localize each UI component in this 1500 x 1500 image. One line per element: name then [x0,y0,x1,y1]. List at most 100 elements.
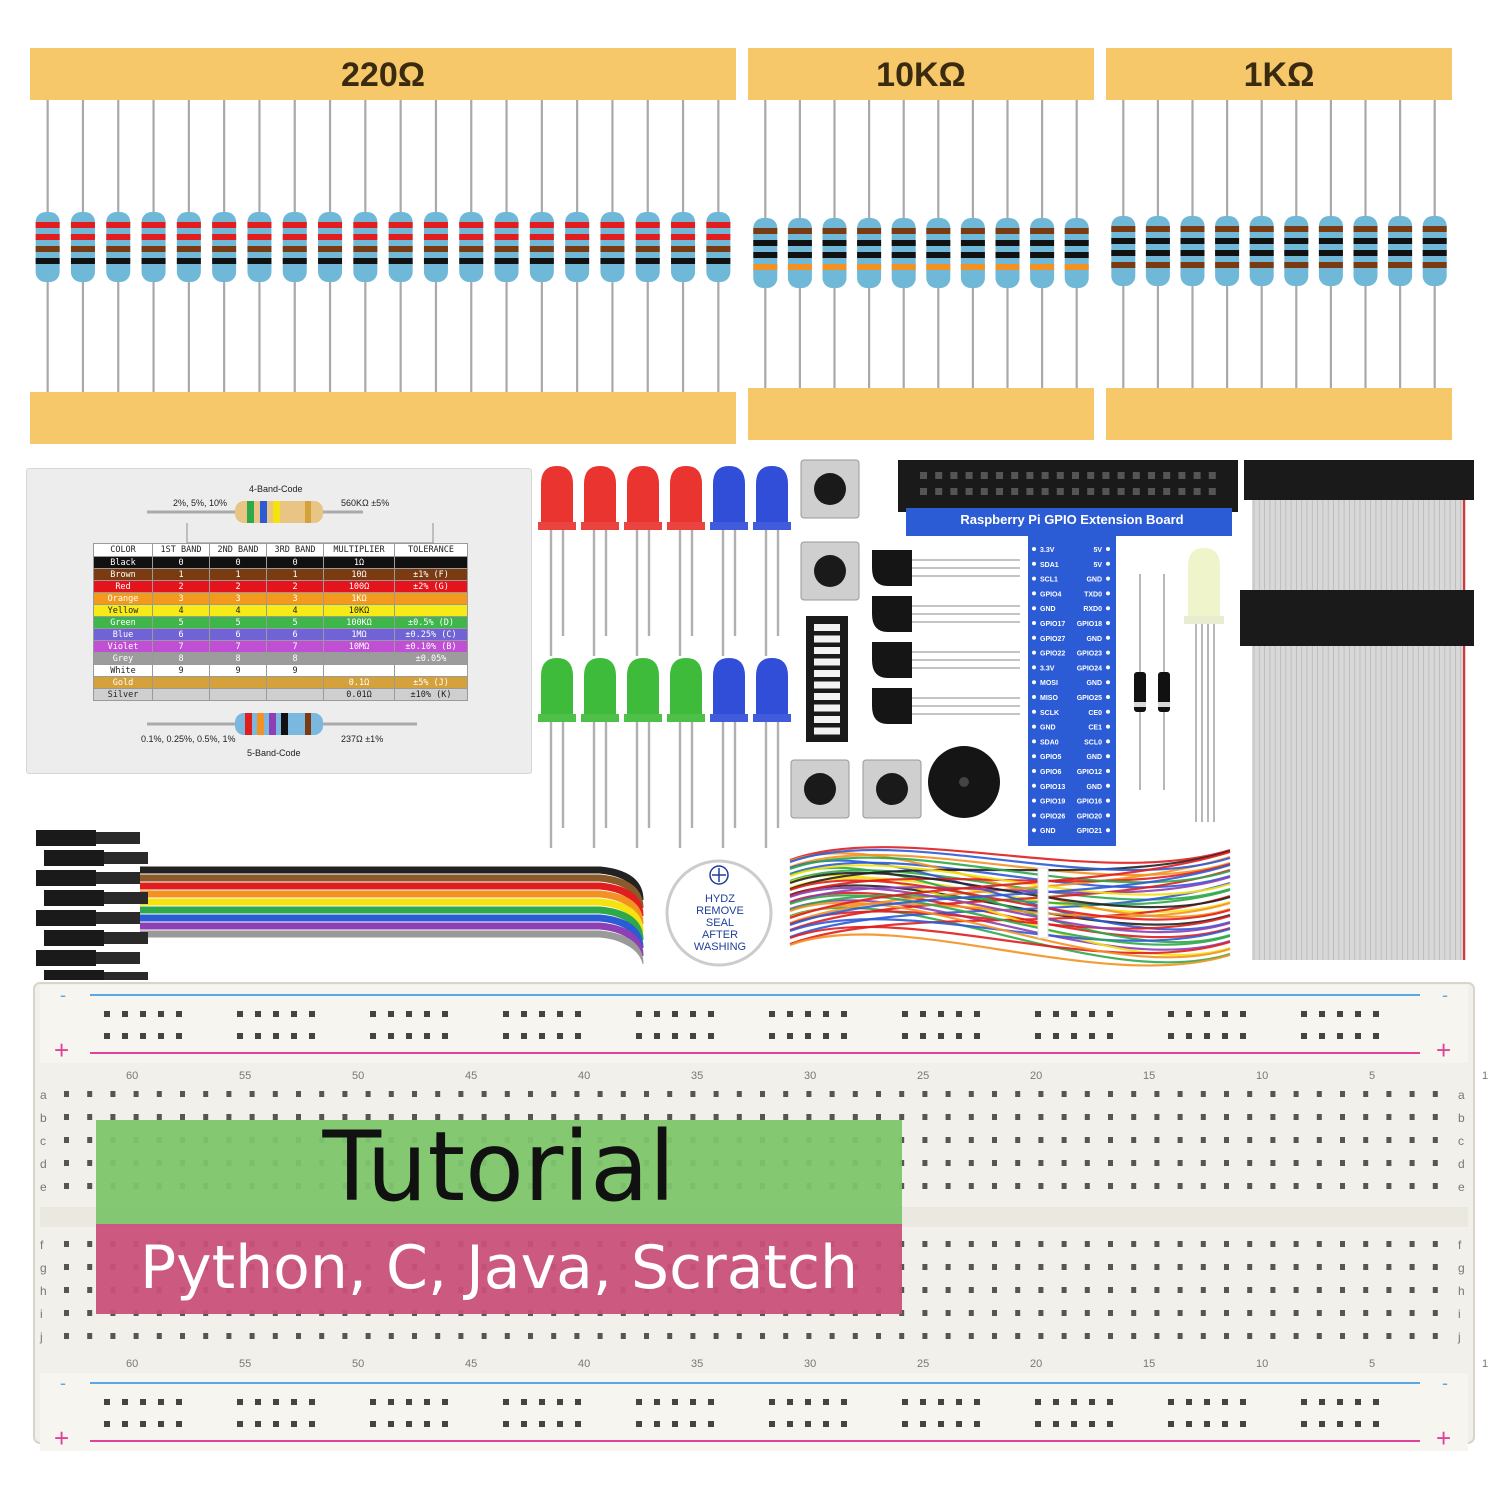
gpio-pin-dot [1032,695,1036,699]
terminal-hole [1084,1264,1090,1270]
terminal-hole [1293,1091,1299,1097]
terminal-hole [203,1114,209,1120]
header-pin [1072,488,1079,495]
gpio-pin-dot [1032,709,1036,714]
resistor-band [1180,250,1205,256]
gpio-header [898,460,1238,512]
minus-icon: - [60,1373,66,1393]
resistor-band [35,258,60,264]
row-letter: g [40,1261,47,1275]
resistor-band [529,234,554,240]
jumper-wire [789,879,1231,921]
rail-hole [841,1399,847,1405]
terminal-hole [1270,1241,1276,1247]
resistor-tape-top [30,48,736,100]
row-letter: e [40,1180,47,1194]
gpio-pin-dot [1106,695,1110,699]
resistor-band [1064,228,1089,234]
gpio-pin-dot [1106,828,1110,833]
resistor-band [1180,262,1205,268]
rail-hole [902,1011,908,1017]
terminal-hole [1386,1160,1392,1166]
terminal-hole [945,1241,951,1247]
led-body [713,466,745,522]
column-number: 25 [917,1358,929,1370]
gpio-pin-label: GPIO19 [1040,799,1065,806]
terminal-hole [690,1333,696,1339]
resistor-band [706,222,731,228]
rail-hole [938,1399,944,1405]
rail-hole [1035,1421,1041,1427]
resistor-band [995,228,1020,234]
terminal-hole [644,1091,649,1097]
gpio-pin-label: TXD0 [1084,591,1102,598]
dupont-connector [36,910,96,926]
rail-hole [787,1421,793,1427]
header-pin [1041,472,1049,479]
resistor-band [753,252,778,258]
terminal-hole [1363,1287,1369,1293]
resistor-band [1215,250,1240,256]
table-cell: Yellow [93,604,153,617]
resistor-band [857,228,882,234]
terminal-hole [945,1287,951,1293]
terminal-hole [1316,1287,1322,1293]
led-bar-segment [814,647,840,654]
led-bar-segment [814,681,840,689]
header-pin [1056,472,1064,479]
gpio-board-title: Raspberry Pi GPIO Extension Board [960,512,1184,527]
terminal-hole [110,1091,116,1097]
transistor-body [872,550,912,586]
column-number: 1 [1482,1070,1488,1082]
terminal-hole [945,1183,951,1189]
terminal-hole [319,1091,325,1097]
rail-hole [841,1011,847,1017]
resistor-band [282,234,307,240]
table-cell: Grey [93,652,153,665]
resistor-band [388,258,413,264]
terminal-hole [64,1241,69,1247]
terminal-hole [1038,1310,1044,1316]
rail-hole [1301,1421,1307,1427]
terminal-hole [1131,1333,1137,1339]
rail-hole [672,1421,678,1427]
table-cell [209,688,267,701]
resistor-band [565,222,590,228]
resistor-band [212,234,237,240]
resistor-band [1318,238,1343,244]
terminal-hole [1224,1241,1229,1247]
terminal-hole [1224,1137,1229,1143]
resistor-band [318,246,343,252]
resistor-band [1284,238,1309,244]
jumper-wire [789,873,1231,957]
rail-hole [557,1421,563,1427]
rail-hole [424,1011,430,1017]
terminal-hole [852,1091,858,1097]
rail-hole [823,1399,829,1405]
terminal-hole [87,1333,93,1339]
terminal-hole [1108,1310,1113,1316]
rgb-led-rim [1184,616,1224,624]
resistor-band [388,222,413,228]
terminal-hole [713,1333,719,1339]
resistor-band [35,234,60,240]
resistor-band [753,264,778,270]
terminal-hole [1084,1091,1090,1097]
terminal-hole [365,1091,371,1097]
resistor-band [1111,262,1136,268]
rail-hole [539,1421,545,1427]
rail-hole [104,1011,110,1017]
rail-hole [787,1399,793,1405]
resistor-band [423,258,448,264]
rail-hole [309,1011,315,1017]
table-cell: 8 [266,652,324,665]
resistor-band [318,222,343,228]
row-letter: g [1458,1261,1465,1275]
resistor-band [671,258,696,264]
rail-hole [1222,1399,1228,1405]
resistor-strips [30,48,1452,444]
rail-hole [841,1421,847,1427]
terminal-hole [342,1091,348,1097]
push-button-cap [804,773,836,805]
